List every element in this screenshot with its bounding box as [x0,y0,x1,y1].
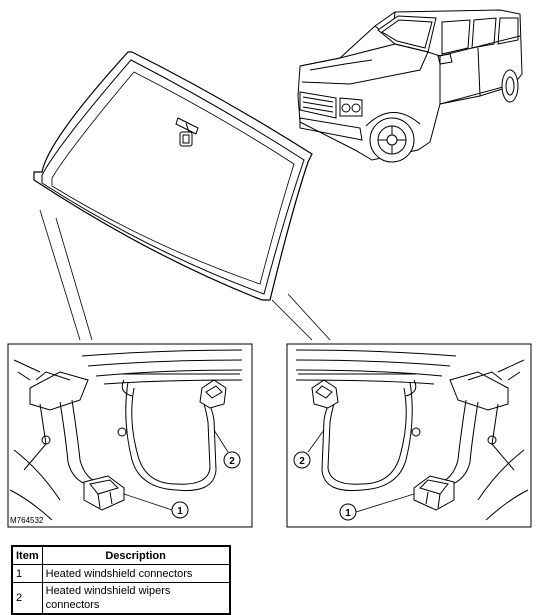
callout-2-right: 2 [293,429,325,469]
callout-2-left: 2 [213,429,241,469]
callout-label: 2 [229,456,235,467]
windshield-illustration [33,51,313,301]
legend-header-row: Item Description [11,545,231,565]
callout-1-right: 1 [339,493,415,521]
callout-label: 1 [345,508,351,519]
table-row: 1 Heated windshield connectors [11,564,231,583]
leader-lines [39,209,331,341]
table-row: 2 Heated windshield wipers connectors [11,582,231,615]
item-description: Heated windshield wipers connectors [41,582,231,615]
detail-view-right: 1 2 [286,343,532,528]
callout-label: 1 [177,506,183,517]
description-column-header: Description [41,545,231,565]
detail-view-left: 1 2 M764532 [7,343,253,528]
item-description: Heated windshield connectors [41,564,231,583]
vehicle-illustration [297,9,523,163]
figure-id: M764532 [10,516,44,525]
callout-1-left: 1 [123,493,189,519]
item-number: 1 [11,564,43,583]
callout-label: 2 [299,456,305,467]
item-column-header: Item [11,545,43,565]
item-number: 2 [11,582,43,615]
heated-windshield-diagram: 1 2 M764532 [7,9,532,528]
legend-table: Item Description 1 Heated windshield con… [11,545,231,615]
